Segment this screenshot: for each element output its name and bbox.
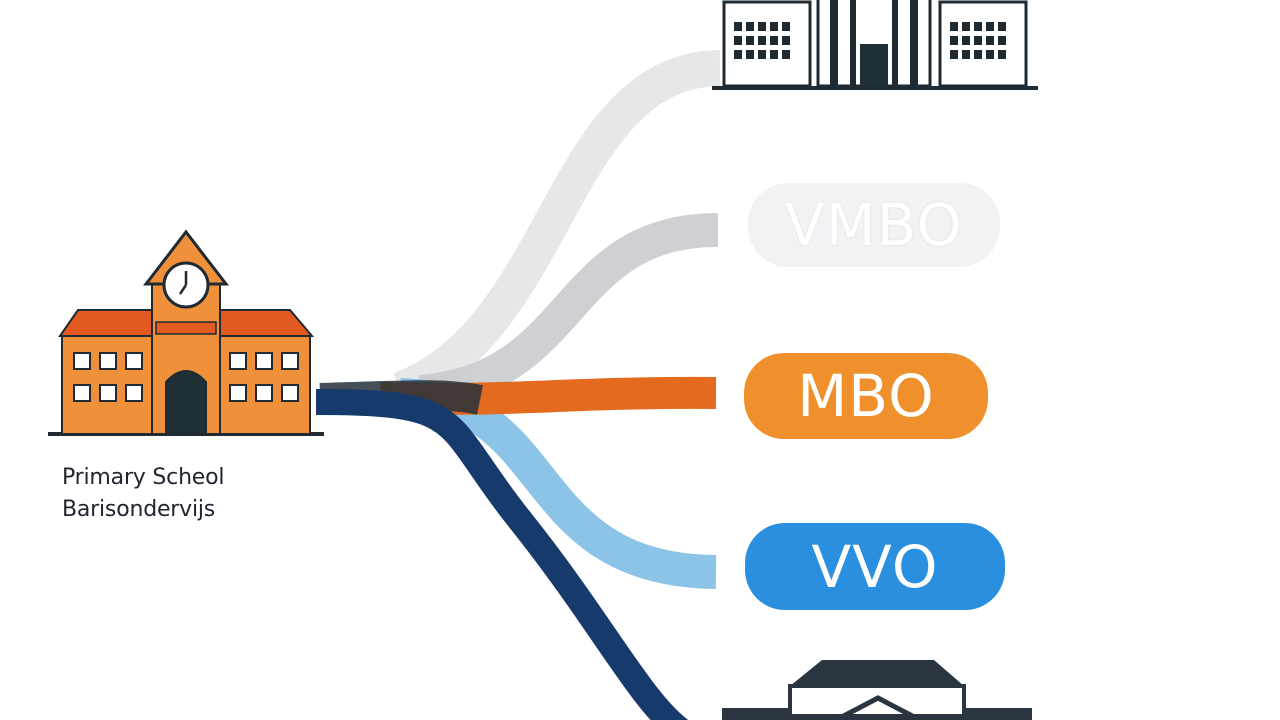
flow-paths	[315, 50, 721, 720]
path-to-bottom-building	[315, 389, 689, 720]
path-to-top-building	[393, 50, 721, 407]
school-building-icon	[48, 229, 324, 436]
vmbo-pill: VMBO	[748, 183, 1000, 267]
primary-school-label: Primary Scheol Barisondervijs	[62, 462, 322, 526]
vmbo-pill-label: VMBO	[784, 191, 964, 259]
vvo-pill-label: VVO	[811, 532, 939, 601]
vvo-pill: VVO	[745, 523, 1005, 610]
house-building-icon	[722, 660, 1032, 720]
primary-school-label-line1: Primary Scheol	[62, 465, 225, 490]
path-to-vmbo	[418, 213, 719, 409]
university-building-icon	[712, 0, 1038, 90]
primary-school-label-line2: Barisondervijs	[62, 497, 216, 522]
mbo-pill: MBO	[744, 353, 988, 439]
mbo-pill-label: MBO	[797, 362, 935, 430]
